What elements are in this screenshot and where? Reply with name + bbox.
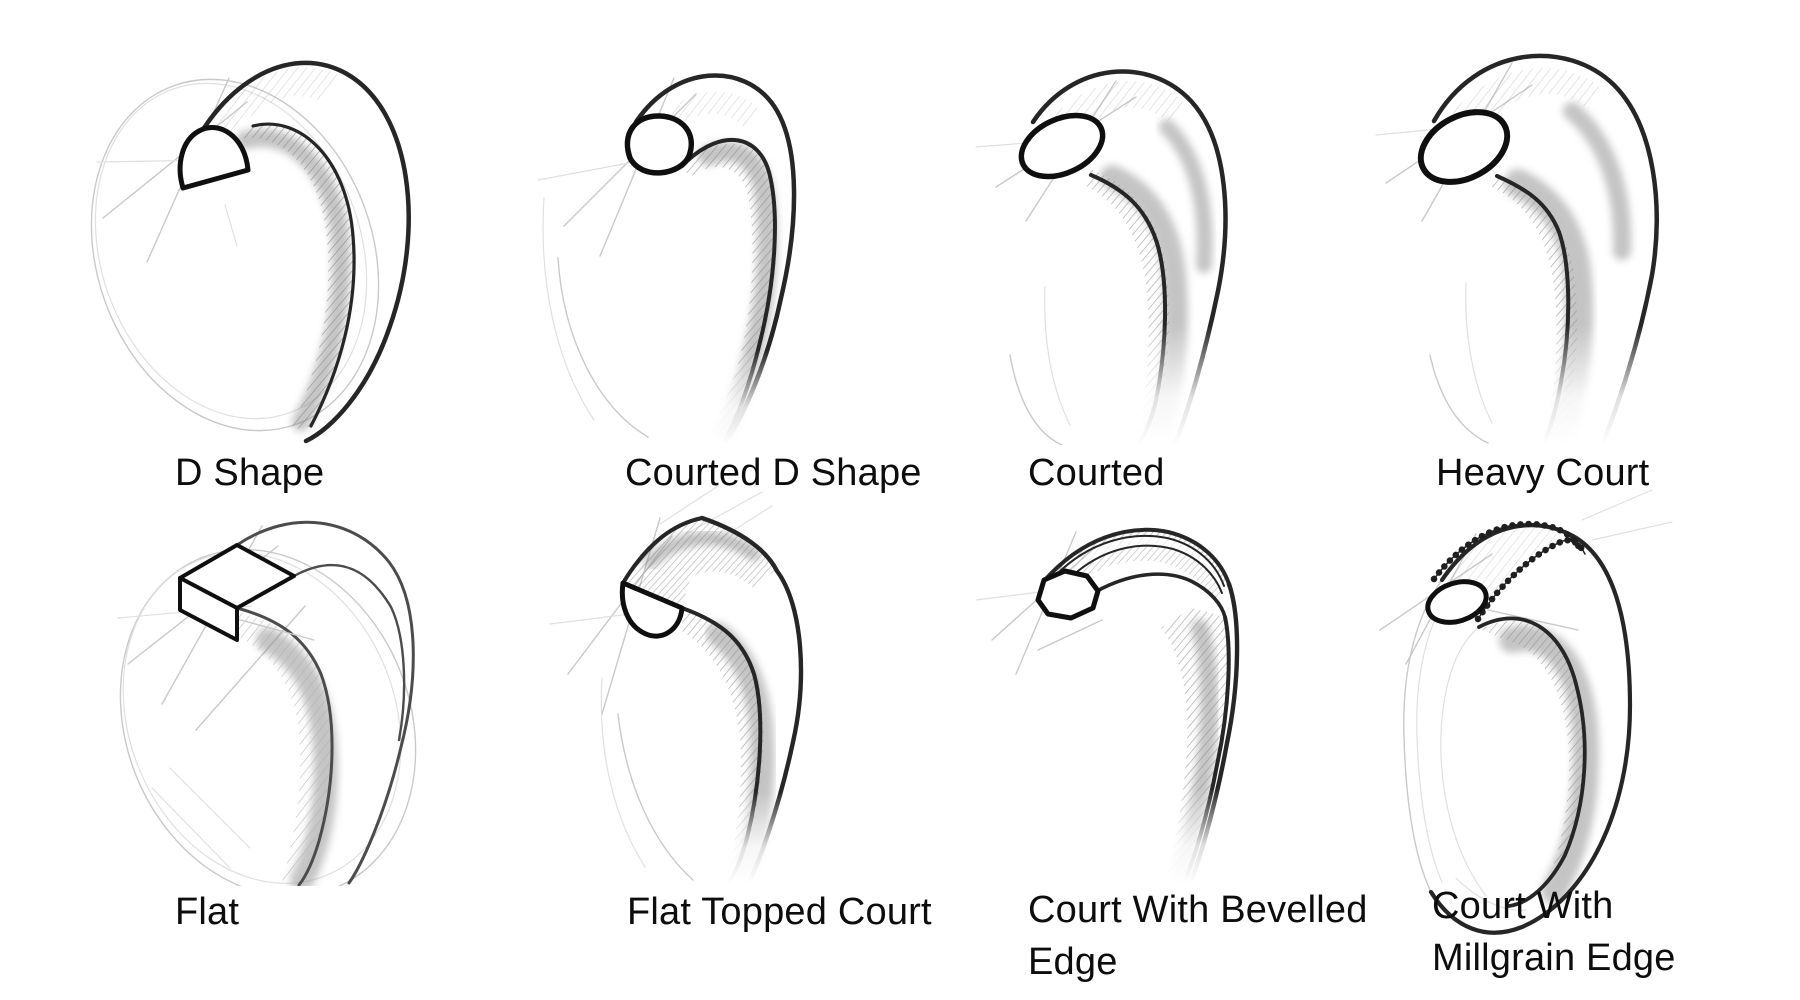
ghost-ring-outline bbox=[1009, 286, 1071, 445]
cross-section-courted-d-profile bbox=[624, 113, 694, 176]
profile-cell-heavy-court bbox=[1370, 15, 1720, 445]
pencil-fade bbox=[1130, 788, 1290, 884]
cross-section-courted-profile bbox=[1018, 112, 1106, 180]
ring-sketch-court-with-millgrain-edge bbox=[1379, 489, 1673, 935]
ghost-ring-outline bbox=[1429, 282, 1493, 444]
cross-section-millgrain-profile bbox=[1425, 579, 1489, 625]
profile-label-courted-d-shape: Courted D Shape bbox=[625, 452, 922, 494]
cross-section-flat-topped-profile bbox=[619, 580, 685, 639]
pencil-fade bbox=[1070, 325, 1250, 445]
ring-sketch-court-with-bevelled-edge bbox=[975, 527, 1290, 884]
profile-label-flat: Flat bbox=[175, 891, 240, 933]
cross-section-d-profile bbox=[177, 125, 251, 191]
profile-cell-courted-d-shape bbox=[470, 20, 830, 445]
profile-label-d-shape: D Shape bbox=[175, 452, 325, 494]
profile-cell-court-with-millgrain-edge bbox=[1360, 478, 1730, 948]
cross-section-heavy-court-profile bbox=[1417, 109, 1511, 185]
ring-sketch-d-shape bbox=[90, 60, 411, 444]
profile-cell-d-shape bbox=[85, 10, 435, 445]
ring-sketch-courted-d-shape bbox=[537, 73, 830, 445]
cross-section-bevelled-profile bbox=[1035, 568, 1101, 621]
pencil-fade bbox=[660, 792, 840, 884]
bevel-facets bbox=[1042, 527, 1231, 619]
ghost-ring-outline bbox=[119, 548, 417, 886]
pencil-fade bbox=[1480, 325, 1670, 445]
ghost-ring-outline bbox=[1403, 579, 1527, 911]
profile-cell-flat bbox=[100, 488, 460, 886]
profile-cell-court-with-bevelled-edge bbox=[950, 488, 1290, 884]
band-shading bbox=[189, 67, 355, 431]
ring-sketch-flat-topped-court bbox=[549, 485, 840, 884]
band-shading bbox=[218, 612, 338, 886]
profile-label-heavy-court: Heavy Court bbox=[1436, 452, 1650, 494]
ring-sketch-heavy-court bbox=[1375, 53, 1670, 445]
band-outline bbox=[182, 60, 411, 444]
pencil-fade bbox=[670, 350, 830, 445]
millgrain-beaded-edges bbox=[1430, 520, 1589, 623]
profile-label-court-with-millgrain-edge: Court With Millgrain Edge bbox=[1432, 885, 1676, 979]
ring-sketch-courted bbox=[975, 69, 1250, 445]
cross-section-flat-profile bbox=[178, 543, 296, 642]
profile-label-flat-topped-court: Flat Topped Court bbox=[627, 891, 932, 933]
band-outline bbox=[235, 520, 415, 886]
profile-label-courted: Courted bbox=[1028, 452, 1165, 494]
profile-label-court-with-bevelled-edge: Court With Bevelled Edge bbox=[1028, 889, 1368, 983]
profile-cell-courted bbox=[940, 25, 1280, 445]
ghost-ring-outline bbox=[600, 677, 694, 881]
ghost-ring-outline bbox=[542, 197, 649, 438]
profile-cell-flat-topped-court bbox=[510, 482, 860, 884]
ring-sketch-flat bbox=[117, 520, 417, 886]
